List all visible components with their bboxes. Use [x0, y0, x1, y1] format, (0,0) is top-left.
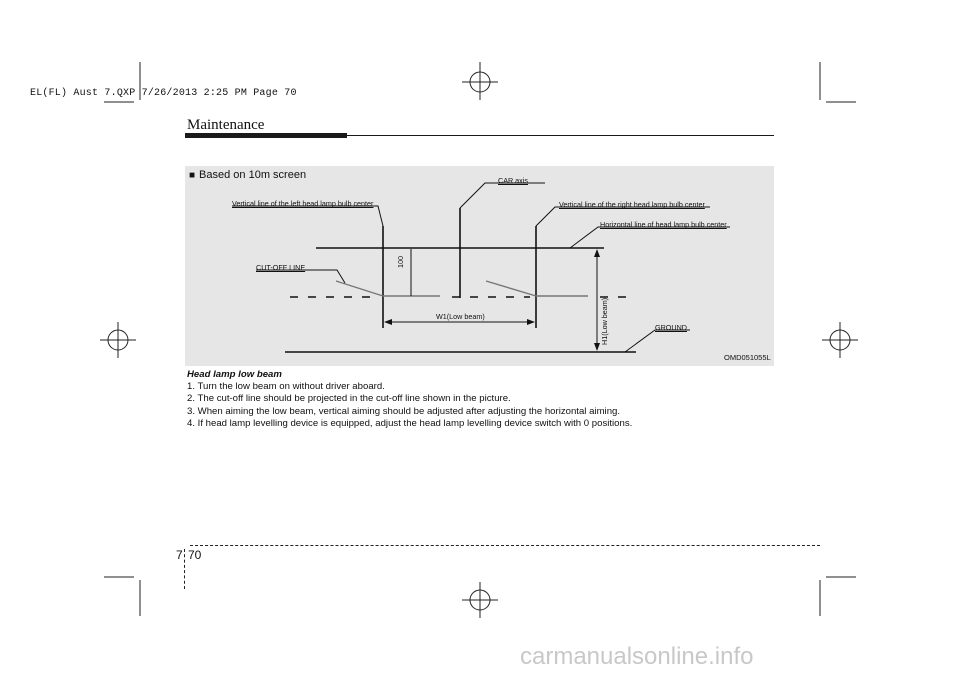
watermark: carmanualsonline.info	[520, 643, 754, 670]
leader-horizontal	[569, 226, 730, 249]
instruction-step: 1. Turn the low beam on without driver a…	[187, 381, 385, 393]
leader-car-axis	[459, 182, 545, 209]
label-h1: H1(Low beam)	[600, 297, 609, 345]
label-right-vertical: Vertical line of the right head lamp bul…	[559, 200, 705, 209]
leader-right-vertical	[535, 206, 710, 227]
header-rule-thin	[347, 135, 774, 136]
w1-dimension	[384, 319, 535, 325]
h1-dimension	[594, 249, 600, 351]
figure-title: ■Based on 10m screen	[189, 169, 306, 181]
registration-mark	[822, 322, 858, 358]
registration-mark	[462, 582, 498, 618]
instructions: Head lamp low beam 1. Turn the low beam …	[187, 369, 787, 430]
instruction-step: 2. The cut-off line should be projected …	[187, 393, 511, 405]
figure-title-text: Based on 10m screen	[199, 169, 307, 181]
print-slug: EL(FL) Aust 7.QXP 7/26/2013 2:25 PM Page…	[30, 88, 297, 99]
cutoff-slope-left	[335, 280, 384, 297]
instruction-step: 4. If head lamp levelling device is equi…	[187, 417, 633, 429]
label-cutoff-line: CUT-OFF LINE	[256, 263, 306, 272]
header-rule-thick	[185, 133, 347, 138]
footer-separator	[184, 549, 185, 589]
page-number: 70	[188, 548, 202, 562]
label-ground: GROUND	[655, 323, 687, 332]
instruction-step: 3. When aiming the low beam, vertical ai…	[187, 405, 621, 417]
label-car-axis: CAR axis	[498, 176, 528, 185]
chapter-number: 7	[176, 548, 183, 562]
figure-panel	[185, 166, 774, 366]
leader-cutoff	[256, 269, 346, 284]
figure-code: OMD051055L	[724, 353, 771, 362]
cutoff-slope-right	[485, 280, 537, 297]
registration-mark	[462, 62, 498, 100]
footer-rule	[190, 545, 820, 546]
label-dimension-100: 100	[396, 256, 405, 268]
label-horizontal-center: Horizontal line of head lamp bulb center	[600, 220, 727, 229]
section-title: Maintenance	[187, 117, 265, 133]
label-left-vertical: Vertical line of the left head lamp bulb…	[232, 199, 374, 208]
registration-mark	[100, 322, 136, 358]
instructions-heading: Head lamp low beam	[187, 369, 282, 380]
label-w1: W1(Low beam)	[436, 312, 485, 321]
leader-left-vertical	[232, 205, 384, 227]
leader-ground	[624, 329, 690, 353]
black-square-icon: ■	[189, 170, 196, 181]
